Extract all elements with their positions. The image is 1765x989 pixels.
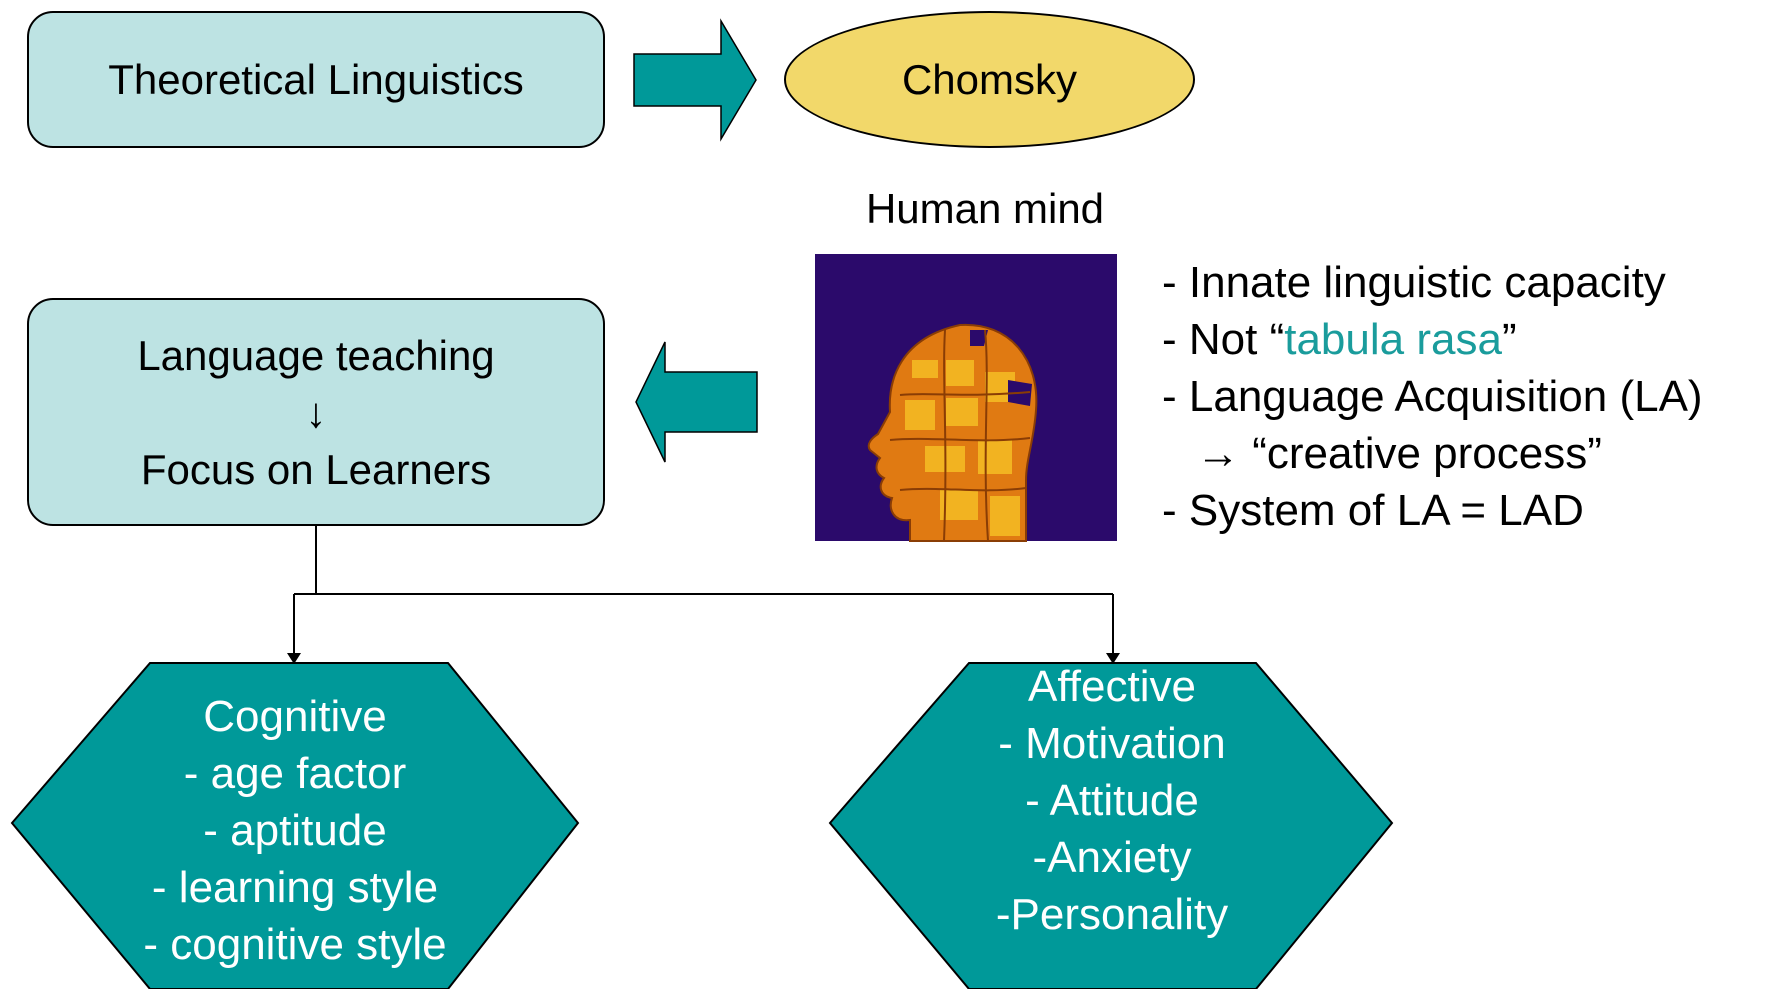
theoretical-linguistics-label: Theoretical Linguistics <box>108 56 524 103</box>
point-lad: - System of LA = LAD <box>1162 486 1584 535</box>
affective-item: -Anxiety <box>1032 833 1192 882</box>
arrowhead-left <box>287 653 301 664</box>
tabula-rasa-term: tabula rasa <box>1284 315 1502 364</box>
cognitive-item: - aptitude <box>203 806 387 855</box>
point-innate: - Innate linguistic capacity <box>1162 258 1666 307</box>
human-mind-caption: Human mind <box>865 185 1105 232</box>
affective-item: - Motivation <box>998 719 1226 768</box>
chomsky-label: Chomsky <box>901 56 1078 103</box>
cognitive-item: - learning style <box>151 863 439 912</box>
point-tabula-prefix: - Not “ <box>1162 315 1285 364</box>
arrow-right <box>633 18 757 142</box>
affective-title: Affective <box>1028 662 1196 711</box>
chomsky-ellipse: Chomsky <box>784 11 1195 148</box>
affective-item: -Personality <box>995 890 1229 939</box>
affective-content: Affective - Motivation - Attitude -Anxie… <box>877 658 1347 943</box>
arrow-left <box>635 341 758 463</box>
hexagon-affective <box>828 662 1394 989</box>
cognitive-title: Cognitive <box>203 692 387 741</box>
language-teaching-box: Language teaching ↓ Focus on Learners <box>27 298 605 526</box>
arrowhead-right <box>1106 653 1120 664</box>
theoretical-linguistics-box: Theoretical Linguistics <box>27 11 605 148</box>
chomsky-points: - Innate linguistic capacity - Not “tabu… <box>1162 254 1703 539</box>
connector <box>293 524 1114 653</box>
down-arrow-icon: ↓ <box>305 388 327 436</box>
hexagon-cognitive <box>10 662 580 989</box>
language-teaching-label: Language teaching <box>137 331 495 379</box>
affective-item: - Attitude <box>1025 776 1199 825</box>
cognitive-content: Cognitive - age factor - aptitude - lear… <box>60 688 530 973</box>
point-language-acquisition: - Language Acquisition (LA) <box>1162 372 1703 421</box>
point-creative-process: → “creative process” <box>1196 429 1602 478</box>
puzzle-head-icon <box>815 254 1117 542</box>
focus-on-learners-label: Focus on Learners <box>140 445 492 493</box>
cognitive-item: - cognitive style <box>143 920 447 969</box>
point-tabula-rasa: - Not “tabula rasa” <box>1162 311 1703 368</box>
cognitive-item: - age factor <box>183 749 407 798</box>
point-tabula-suffix: ” <box>1501 315 1517 364</box>
